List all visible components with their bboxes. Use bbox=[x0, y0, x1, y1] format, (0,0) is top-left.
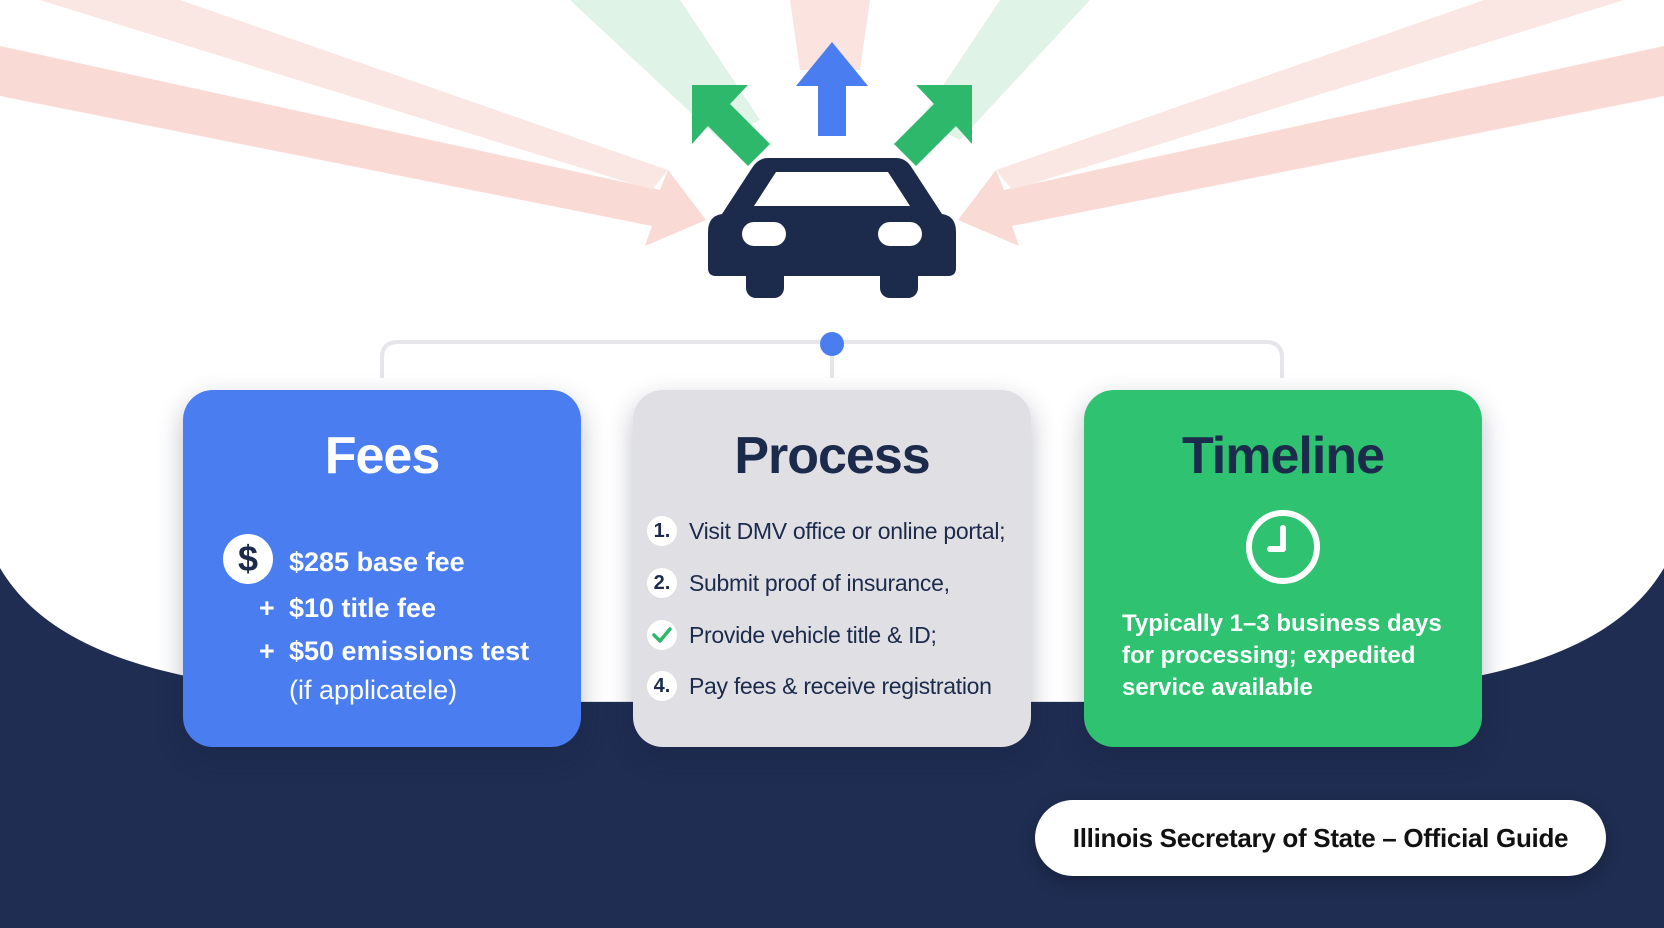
plus-sign: + bbox=[259, 593, 275, 623]
fee-title: + $10 title fee bbox=[259, 595, 436, 622]
process-step-2: 2. Submit proof of insurance, bbox=[647, 567, 950, 599]
fee-base: $285 base fee bbox=[289, 549, 465, 576]
step-text: Provide vehicle title & ID; bbox=[689, 621, 937, 648]
source-label: Illinois Secretary of State – Official G… bbox=[1035, 800, 1606, 876]
step-number-badge: 4. bbox=[647, 671, 677, 701]
process-step-1: 1. Visit DMV office or online portal; bbox=[647, 515, 1006, 547]
car-windshield bbox=[754, 172, 910, 206]
connector-dot bbox=[820, 332, 844, 356]
incoming-arrows-right-soft bbox=[996, 0, 1624, 190]
arrow-up-left-icon bbox=[692, 85, 770, 166]
arrow-up-right-icon bbox=[894, 85, 972, 166]
fee-emissions-text: $50 emissions test bbox=[289, 636, 530, 666]
fee-title-text: $10 title fee bbox=[289, 593, 437, 623]
timeline-description: Typically 1–3 business days for processi… bbox=[1122, 610, 1442, 701]
dollar-icon: $ bbox=[223, 534, 273, 584]
car-headlight-right bbox=[878, 222, 922, 246]
process-step-3: Provide vehicle title & ID; bbox=[647, 619, 937, 651]
step-number-badge: 1. bbox=[647, 516, 677, 546]
incoming-arrows-left-soft bbox=[40, 0, 668, 190]
arrow-up-icon bbox=[796, 42, 868, 136]
clock-icon bbox=[1246, 510, 1320, 584]
process-card: Process 1. Visit DMV office or online po… bbox=[633, 390, 1031, 747]
timeline-card: Timeline Typically 1–3 business days for… bbox=[1084, 390, 1482, 747]
process-title: Process bbox=[734, 427, 930, 485]
plus-sign: + bbox=[259, 636, 275, 666]
process-step-4: 4. Pay fees & receive registration bbox=[647, 670, 992, 702]
incoming-arrows-left bbox=[0, 46, 706, 246]
checkmark-icon bbox=[647, 620, 677, 650]
fees-card: Fees $ $285 base fee + $10 title fee + $50… bbox=[183, 390, 581, 747]
fee-base-text: $285 base fee bbox=[289, 547, 465, 577]
fees-title: Fees bbox=[324, 427, 441, 485]
ray-center-pink bbox=[790, 0, 870, 70]
incoming-arrows-right bbox=[958, 46, 1664, 246]
timeline-title: Timeline bbox=[1181, 427, 1385, 485]
step-text: Visit DMV office or online portal; bbox=[689, 517, 1006, 544]
step-number-badge: 2. bbox=[647, 568, 677, 598]
step-text: Pay fees & receive registration bbox=[689, 672, 992, 699]
fee-emissions: + $50 emissions test bbox=[259, 638, 529, 665]
step-text: Submit proof of insurance, bbox=[689, 569, 950, 596]
car-headlight-left bbox=[742, 222, 786, 246]
fee-note: (if applicatele) bbox=[289, 675, 458, 705]
